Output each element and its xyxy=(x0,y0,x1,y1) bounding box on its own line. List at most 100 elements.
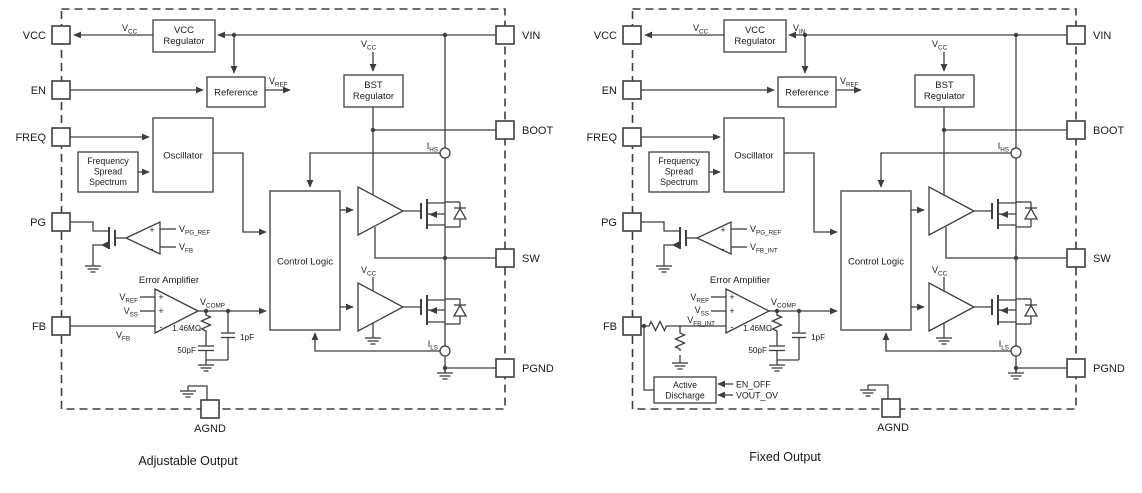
sw-pin xyxy=(495,248,515,268)
signal-label-vss: VSS xyxy=(695,305,709,318)
signal-label-vref: VREF xyxy=(840,76,859,89)
ground-symbol xyxy=(935,332,953,345)
pg-comparator-triangle xyxy=(695,220,732,256)
bst-regulator-block xyxy=(343,74,404,108)
pgnd-pin xyxy=(1066,358,1086,378)
signal-label-vcc-bst: VCC xyxy=(932,39,948,52)
signal-label-vcc-bst: VCC xyxy=(361,39,377,52)
pin-label-en: EN xyxy=(31,85,46,97)
signal-label-vfb-comp: VFB xyxy=(179,242,193,255)
signal-label-vpgref: VPG_REF xyxy=(179,224,210,237)
ground-symbol xyxy=(364,332,382,345)
pin-label-sw: SW xyxy=(1093,253,1111,265)
ls-gate-driver xyxy=(357,281,405,333)
ils-current-sense xyxy=(439,345,451,357)
signal-label-ils: ILS xyxy=(428,339,438,352)
wires xyxy=(70,31,496,400)
compensation-network xyxy=(197,311,235,372)
pin-label-boot: BOOT xyxy=(1093,125,1124,137)
en-pin xyxy=(51,80,71,100)
comp-capacitor-value: 50pF xyxy=(177,346,196,355)
feedback-divider xyxy=(641,319,726,370)
vin-pin xyxy=(495,25,515,45)
ground-symbol xyxy=(768,359,786,372)
reference-block xyxy=(206,76,266,108)
fb-shunt-resistor xyxy=(673,331,687,351)
ic-boundary xyxy=(60,8,506,410)
pin-label-vcc: VCC xyxy=(594,30,617,42)
signal-label-ihs: IHS xyxy=(427,141,438,154)
amplifiers-and-drivers: + - + + - xyxy=(695,185,976,335)
signal-labels: VCC VREF VCC IHS ILS VPG_REF VFB Error A… xyxy=(116,23,438,355)
oscillator-label: Oscillator xyxy=(734,151,774,162)
bst-regulator-label: BST xyxy=(935,80,954,91)
active-discharge-label: Active xyxy=(673,380,697,390)
bst-regulator-label: Regulator xyxy=(353,91,394,102)
active-discharge-label: Discharge xyxy=(665,391,705,401)
boot-pin xyxy=(495,120,515,140)
signal-label-vref-ea: VREF xyxy=(119,292,138,305)
junction-dots xyxy=(641,32,1019,371)
signal-label-vref-ea: VREF xyxy=(690,292,709,305)
vcc-regulator-block xyxy=(152,19,216,53)
ils-current-sense xyxy=(1010,345,1022,357)
pin-label-pgnd: PGND xyxy=(1093,363,1125,375)
ls-mosfet xyxy=(991,295,1039,325)
freq-pin xyxy=(622,127,642,147)
ground-symbol xyxy=(655,260,673,273)
figure-caption-right: Fixed Output xyxy=(749,450,821,464)
hf-capacitor-value: 1pF xyxy=(240,333,254,342)
en-pin xyxy=(622,80,642,100)
freq-spread-label: Spectrum xyxy=(89,177,127,187)
reference-block xyxy=(777,76,837,108)
signal-label-vcomp: VCOMP xyxy=(771,297,796,310)
freq-spread-label: Spectrum xyxy=(660,177,698,187)
active-discharge-block xyxy=(653,376,717,404)
reference-label: Reference xyxy=(785,88,829,99)
ls-mosfet xyxy=(420,295,468,325)
ea-plus: + xyxy=(729,306,734,316)
bst-regulator-label: Regulator xyxy=(924,91,965,102)
bst-regulator-label: BST xyxy=(364,80,383,91)
signal-label-vcomp: VCOMP xyxy=(200,297,225,310)
adjustable-output-diagram: VCC Regulator Reference BST Regulator Os… xyxy=(15,8,554,468)
pin-label-freq: FREQ xyxy=(586,132,617,144)
comparator-plus: + xyxy=(720,225,725,235)
comparator-plus: + xyxy=(149,225,154,235)
error-amplifier-triangle xyxy=(154,287,200,335)
error-amplifier-triangle xyxy=(725,287,771,335)
oscillator-block xyxy=(723,117,785,193)
comp-resistor xyxy=(199,313,213,333)
pg-mosfet xyxy=(84,227,116,273)
oscillator-label: Oscillator xyxy=(163,151,203,162)
vin-pin xyxy=(1066,25,1086,45)
control-logic-block xyxy=(269,190,341,331)
comp-resistor xyxy=(770,313,784,333)
vcc-pin xyxy=(622,25,642,45)
vcc-regulator-label: VCC xyxy=(745,25,765,36)
signal-label-vin: VIN xyxy=(793,23,806,36)
pin-label-fb: FB xyxy=(32,321,46,333)
ic-boundary xyxy=(631,8,1077,410)
comp-capacitor-value: 50pF xyxy=(748,346,767,355)
control-logic-label: Control Logic xyxy=(848,257,904,268)
ground-symbol xyxy=(179,385,197,398)
signal-label-vcc: VCC xyxy=(122,23,138,36)
fb-series-resistor xyxy=(647,319,669,333)
pin-label-vin: VIN xyxy=(1093,30,1111,42)
signal-label-ils: ILS xyxy=(999,339,1009,352)
ihs-current-sense xyxy=(1010,147,1022,159)
pgnd-pin xyxy=(495,358,515,378)
signal-label-ihs: IHS xyxy=(998,141,1009,154)
pg-mosfet xyxy=(655,227,687,273)
vout-ov-label: VOUT_OV xyxy=(736,391,778,401)
vcc-regulator-label: Regulator xyxy=(163,36,204,47)
pg-pin xyxy=(51,212,71,232)
ea-minus: - xyxy=(731,322,734,332)
fixed-output-diagram: Active Discharge EN_OFF VOUT_OV VCC Regu… xyxy=(586,8,1125,464)
freq-spread-label: Frequency xyxy=(658,156,700,166)
signal-label-vss: VSS xyxy=(124,306,138,319)
blocks: VCC Regulator Reference BST Regulator Os… xyxy=(648,19,975,331)
blocks: VCC Regulator Reference BST Regulator Os… xyxy=(77,19,404,331)
